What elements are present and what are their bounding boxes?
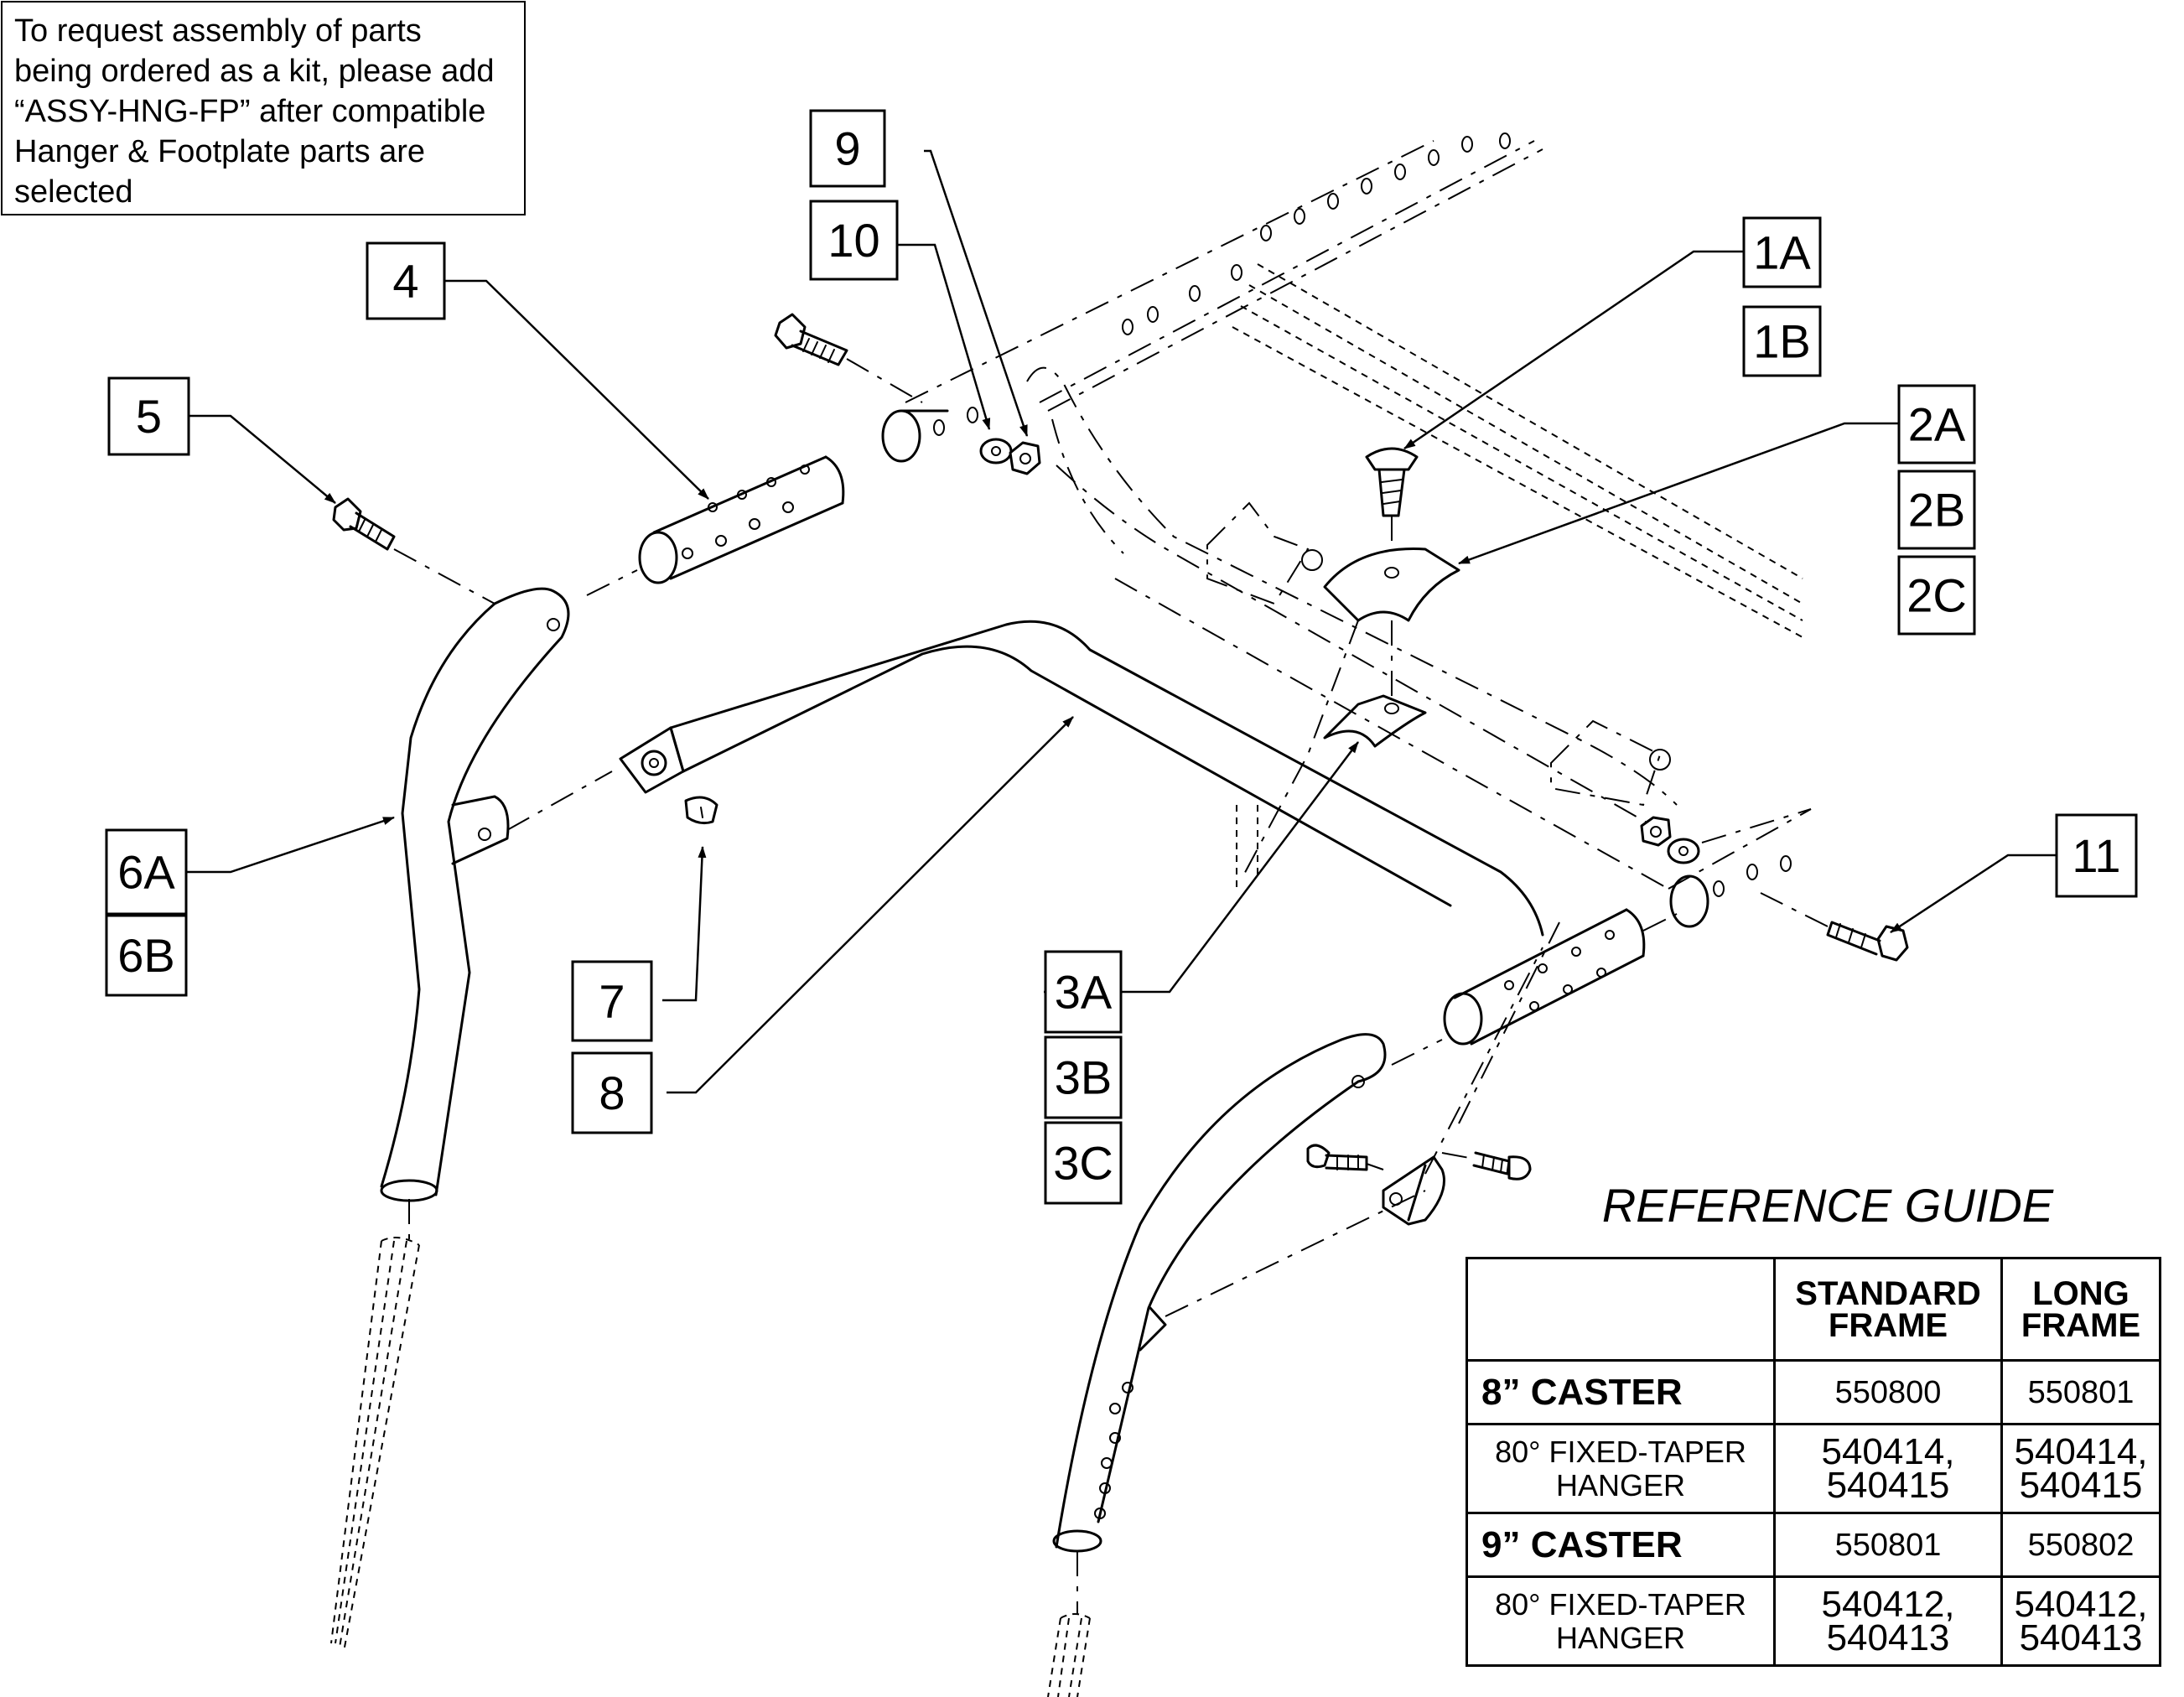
callout-7: 7 xyxy=(571,960,653,1042)
ref-cell-standard: 550801 xyxy=(1773,1512,2003,1578)
ref-row: 80° FIXED-TAPER HANGER 540412, 540413 54… xyxy=(1466,1575,2161,1667)
sleeve-upper xyxy=(881,409,949,463)
callout-2a: 2A xyxy=(1897,384,1976,464)
nut-upper xyxy=(1009,441,1041,475)
frame-rail-phantom xyxy=(905,140,1812,890)
ref-cell-standard: 550800 xyxy=(1773,1359,2003,1425)
ref-cell-long: 540414, 540415 xyxy=(2000,1423,2161,1514)
screw-5 xyxy=(332,497,495,605)
svg-text:2A: 2A xyxy=(1908,398,1966,451)
callout-11: 11 xyxy=(2055,813,2138,898)
callout-6a: 6A xyxy=(105,828,188,916)
ref-row: 80° FIXED-TAPER HANGER 540414, 540415 54… xyxy=(1466,1423,2161,1514)
svg-text:1A: 1A xyxy=(1753,226,1811,279)
screw-bracket-right xyxy=(1441,1151,1532,1181)
callout-6b: 6B xyxy=(105,914,188,997)
ref-header-blank xyxy=(1466,1257,1776,1362)
svg-text:3C: 3C xyxy=(1053,1137,1113,1190)
callout-2c: 2C xyxy=(1897,555,1976,636)
extension-tube-lower xyxy=(1391,908,1678,1066)
sleeve-lower xyxy=(1669,874,1709,928)
footplate-bracket xyxy=(1382,921,1560,1226)
callout-4: 4 xyxy=(366,241,446,320)
svg-text:5: 5 xyxy=(136,390,162,443)
svg-text:3A: 3A xyxy=(1055,966,1113,1019)
callout-3c: 3C xyxy=(1044,1121,1123,1205)
caster-stem-right xyxy=(1047,1551,1091,1697)
callout-1a: 1A xyxy=(1742,216,1822,288)
ref-row-label: 80° FIXED-TAPER HANGER xyxy=(1466,1575,1776,1667)
svg-text:2C: 2C xyxy=(1906,569,1967,622)
svg-text:6A: 6A xyxy=(117,846,175,899)
ref-cell-standard: 540412, 540413 xyxy=(1773,1575,2003,1667)
svg-text:8: 8 xyxy=(599,1066,625,1119)
ref-cell-standard: 540414, 540415 xyxy=(1773,1423,2003,1514)
svg-text:6B: 6B xyxy=(117,929,175,982)
svg-text:2B: 2B xyxy=(1908,484,1966,537)
ref-cell-long: 550801 xyxy=(2000,1359,2161,1425)
callout-3a: 3A xyxy=(1044,950,1123,1034)
callout-10: 10 xyxy=(809,200,899,281)
svg-text:3B: 3B xyxy=(1055,1051,1113,1104)
svg-text:9: 9 xyxy=(834,122,860,175)
callout-5: 5 xyxy=(107,376,190,456)
ref-cell-long: 540412, 540413 xyxy=(2000,1575,2161,1667)
hanger-bolt-upper xyxy=(774,313,923,403)
caster-stem-left xyxy=(330,1199,420,1653)
frame-holes xyxy=(933,132,1792,897)
svg-text:11: 11 xyxy=(2072,829,2120,882)
screw-7 xyxy=(684,796,718,825)
ref-cell-long: 550802 xyxy=(2000,1512,2161,1578)
extension-tube-4 xyxy=(638,455,845,584)
leader-lines xyxy=(186,149,2057,1094)
frame-bracket-lower xyxy=(1550,719,1671,807)
callout-8: 8 xyxy=(571,1051,653,1134)
footplate-8 xyxy=(619,620,1544,937)
ref-row-label: 80° FIXED-TAPER HANGER xyxy=(1466,1423,1776,1514)
reference-guide-title: REFERENCE GUIDE xyxy=(1601,1179,2054,1232)
svg-text:10: 10 xyxy=(827,214,879,267)
ref-row-label: 8” CASTER xyxy=(1466,1359,1776,1425)
ref-row: 8” CASTER 550800 550801 xyxy=(1466,1359,2161,1425)
callout-2b: 2B xyxy=(1897,470,1976,550)
frame-bracket-upper xyxy=(1206,501,1323,605)
callout-9: 9 xyxy=(809,109,886,188)
hanger-right xyxy=(1052,1033,1426,1553)
ref-header-standard: STANDARD FRAME xyxy=(1773,1257,2003,1362)
svg-text:4: 4 xyxy=(392,255,418,308)
callout-1b: 1B xyxy=(1742,305,1822,377)
svg-text:7: 7 xyxy=(599,975,625,1028)
reference-guide-table: STANDARD FRAME LONG FRAME 8” CASTER 5508… xyxy=(1466,1257,2161,1667)
screw-bracket-left xyxy=(1306,1144,1384,1171)
assembly-note: To request assembly of parts being order… xyxy=(1,1,526,215)
ref-row-label: 9” CASTER xyxy=(1466,1512,1776,1578)
clamp-lower-half xyxy=(1323,694,1427,748)
svg-text:1B: 1B xyxy=(1753,315,1811,368)
washer-upper xyxy=(979,438,1013,464)
front-frame-tube xyxy=(1026,366,1678,806)
washer-lower xyxy=(1667,838,1700,864)
hanger-bolt-lower xyxy=(1760,892,1909,962)
ref-header-long: LONG FRAME xyxy=(2000,1257,2161,1362)
ref-row: 9” CASTER 550801 550802 xyxy=(1466,1512,2161,1578)
nut-lower xyxy=(1640,816,1672,847)
clamp-upper-half xyxy=(1323,548,1460,622)
callout-3b: 3B xyxy=(1044,1035,1123,1119)
clamp-screw xyxy=(1365,447,1419,545)
